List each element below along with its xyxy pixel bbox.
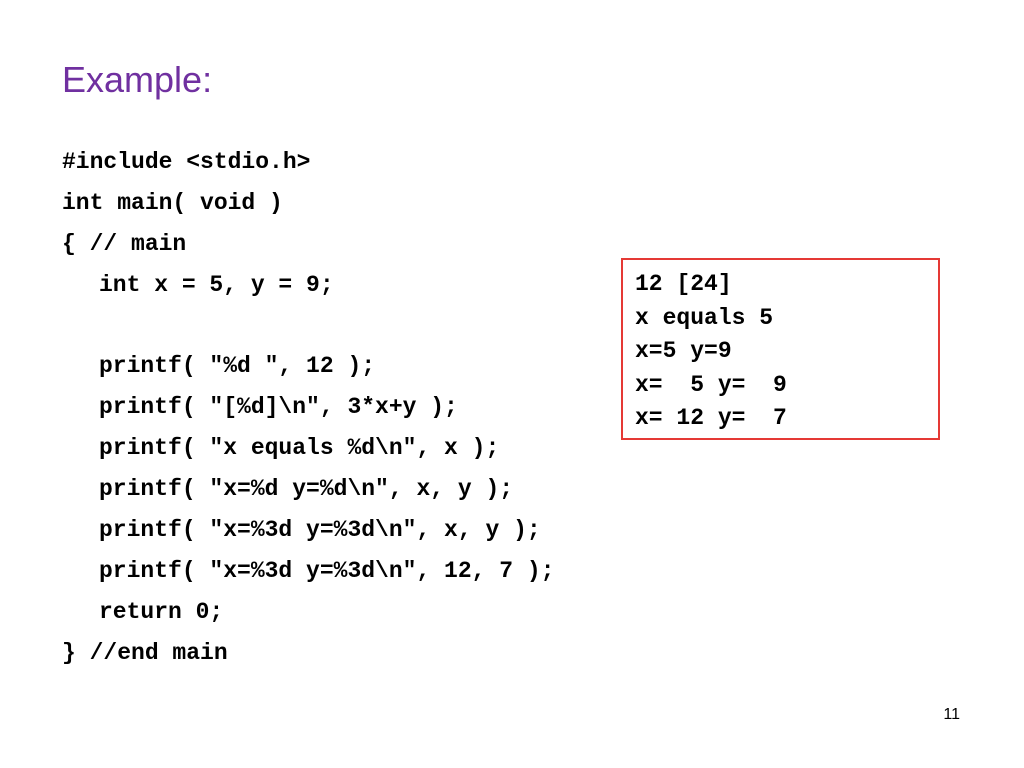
code-line: printf( "%d ", 12 ); [99, 353, 376, 380]
code-line: printf( "x=%d y=%d\n", x, y ); [99, 476, 514, 503]
slide-title: Example: [62, 59, 213, 100]
code-line: #include <stdio.h> [62, 149, 311, 175]
code-line: printf( "[%d]\n", 3*x+y ); [99, 394, 458, 421]
code-line: int x = 5, y = 9; [99, 271, 334, 298]
output-line: x= 12 y= 7 [635, 405, 787, 431]
program-output-box: 12 [24] x equals 5 x=5 y=9 x= 5 y= 9 x= … [621, 258, 940, 440]
code-line: int main( void ) [62, 189, 283, 216]
code-line: return 0; [99, 598, 224, 625]
page-number: 11 [943, 706, 960, 723]
output-line: 12 [24] [635, 271, 732, 297]
code-line: printf( "x equals %d\n", x ); [99, 435, 500, 462]
output-line: x equals 5 [635, 304, 774, 331]
code-line: { // main [62, 230, 187, 257]
code-line: } //end main [62, 639, 228, 666]
output-line: x= 5 y= 9 [635, 371, 787, 398]
code-line: printf( "x=%3d y=%3d\n", x, y ); [99, 517, 541, 544]
code-line-blank [62, 306, 554, 347]
code-block: #include <stdio.h> int main( void ) { //… [62, 142, 554, 674]
code-line: printf( "x=%3d y=%3d\n", 12, 7 ); [99, 557, 555, 584]
output-line: x=5 y=9 [635, 338, 732, 364]
